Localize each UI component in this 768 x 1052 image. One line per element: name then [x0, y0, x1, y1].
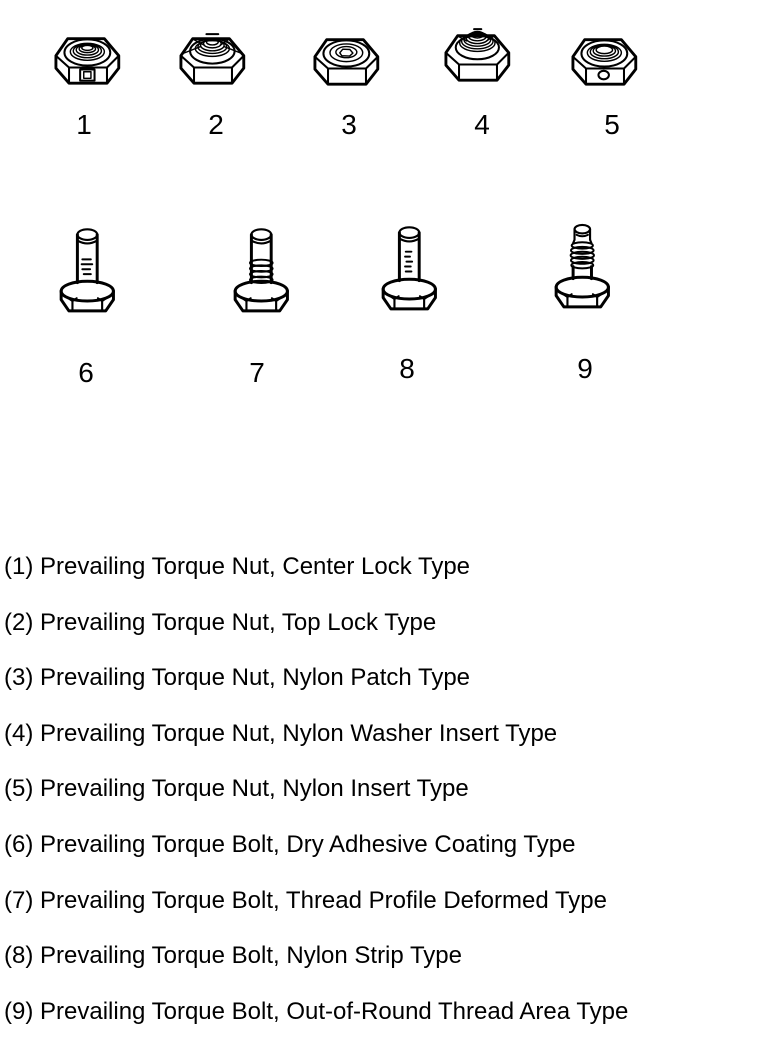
nut-nylon-patch-icon	[313, 38, 380, 86]
legend-item-1: (1) Prevailing Torque Nut, Center Lock T…	[4, 553, 471, 580]
nut-2-figure	[177, 26, 249, 92]
nut-3-figure	[311, 27, 383, 93]
figure-label-6: 6	[78, 357, 94, 388]
legend-item-9: (9) Prevailing Torque Bolt, Out-of-Round…	[4, 997, 629, 1025]
figure-label-5: 5	[604, 109, 620, 140]
bolt-thread-profile-deformed-icon	[233, 228, 289, 313]
legend-item-7: (7) Prevailing Torque Bolt, Thread Profi…	[4, 886, 607, 914]
legend-item-8: (8) Prevailing Torque Bolt, Nylon Strip …	[4, 942, 463, 970]
nut-1-figure	[52, 26, 124, 92]
nut-nylon-insert-icon	[571, 38, 638, 86]
legend-list: (1) Prevailing Torque Nut, Center Lock T…	[4, 539, 628, 1039]
figure-label-2: 2	[208, 109, 224, 140]
bolt-8-figure	[371, 222, 449, 328]
nut-center-lock-icon	[54, 37, 121, 85]
bolt-7-figure	[223, 224, 301, 330]
legend-item-5: (5) Prevailing Torque Nut, Nylon Insert …	[4, 775, 469, 803]
figure-label-1: 1	[76, 109, 92, 140]
bolt-9-figure	[544, 220, 622, 326]
figure-label-3: 3	[341, 109, 357, 140]
bolt-dry-adhesive-coating-icon	[59, 228, 115, 313]
figure-label-8: 8	[399, 353, 415, 384]
nut-4-figure	[442, 23, 514, 89]
nut-nylon-washer-insert-icon	[444, 28, 511, 82]
bolt-out-of-round-thread-area-icon	[554, 223, 610, 309]
legend-item-3: (3) Prevailing Torque Nut, Nylon Patch T…	[4, 664, 471, 692]
bolt-6-figure	[49, 224, 127, 330]
figure-label-4: 4	[474, 109, 490, 140]
figure-label-7: 7	[249, 357, 265, 388]
legend-item-6: (6) Prevailing Torque Bolt, Dry Adhesive…	[4, 830, 576, 858]
nut-5-figure	[569, 27, 641, 93]
figure-label-9: 9	[577, 353, 593, 384]
legend-item-2: (2) Prevailing Torque Nut, Top Lock Type	[4, 608, 437, 636]
legend-item-4: (4) Prevailing Torque Nut, Nylon Washer …	[4, 719, 558, 747]
nut-top-lock-icon	[179, 33, 246, 85]
bolt-nylon-strip-icon	[381, 226, 437, 311]
